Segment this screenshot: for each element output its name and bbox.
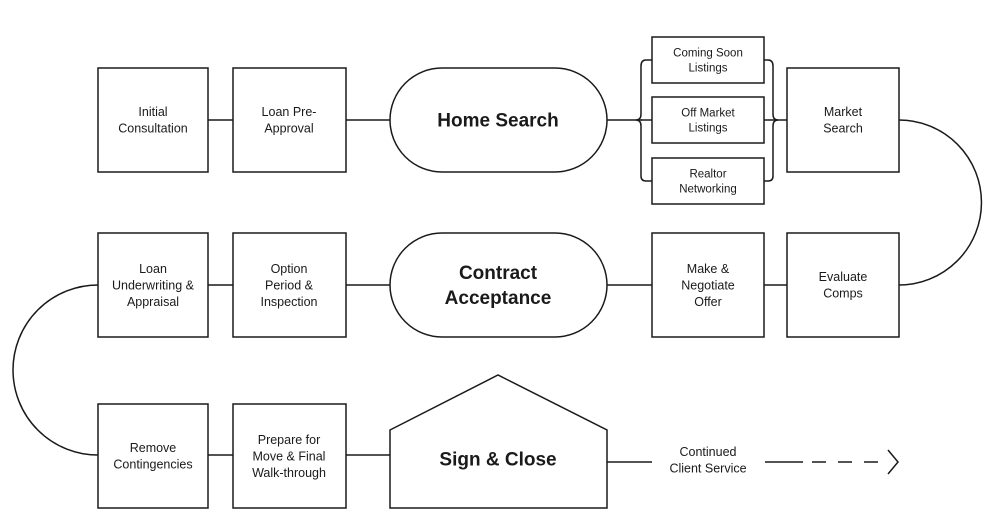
remove-contingencies-box bbox=[97, 403, 209, 509]
label-line: Make & bbox=[687, 262, 730, 276]
label-line: Initial bbox=[138, 105, 167, 119]
label-line: Underwriting & bbox=[112, 278, 195, 292]
realtor-networking-box bbox=[651, 157, 765, 205]
label-line: Walk-through bbox=[252, 466, 326, 480]
option-period-box bbox=[232, 232, 347, 338]
market-search-box bbox=[786, 67, 900, 173]
label-line: Continued bbox=[680, 445, 737, 459]
label-line: Market bbox=[824, 105, 863, 119]
contract-acceptance-pill bbox=[389, 232, 608, 338]
label-line: Inspection bbox=[261, 295, 318, 309]
label-line: Negotiate bbox=[681, 278, 735, 292]
initial-consultation-box bbox=[97, 67, 209, 173]
label-line: Period & bbox=[265, 278, 314, 292]
label-line: Off Market bbox=[681, 107, 735, 119]
label-line: Comps bbox=[823, 287, 863, 301]
coming-soon-listings-box bbox=[651, 36, 765, 84]
label-line: Loan Pre- bbox=[262, 105, 317, 119]
label-line: Remove bbox=[130, 441, 177, 455]
off-market-listings-box bbox=[651, 96, 765, 144]
loan-preapproval-box bbox=[232, 67, 347, 173]
label-line: Evaluate bbox=[819, 270, 868, 284]
label-line: Client Service bbox=[669, 462, 746, 476]
label-line: Loan bbox=[139, 262, 167, 276]
make-offer-box bbox=[651, 232, 765, 338]
label-line: Appraisal bbox=[127, 295, 179, 309]
label-line: Realtor bbox=[689, 168, 726, 180]
label-line: Contract bbox=[459, 263, 538, 284]
home-search-pill bbox=[389, 67, 608, 173]
prepare-move-box bbox=[232, 403, 347, 509]
label-line: Sign & Close bbox=[439, 450, 556, 471]
connector-arc-right bbox=[898, 119, 983, 286]
arrowhead-icon bbox=[887, 449, 899, 475]
loan-underwriting-box bbox=[97, 232, 209, 338]
connector-arc-left bbox=[12, 284, 99, 456]
label-line: Listings bbox=[689, 123, 728, 135]
label-line: Networking bbox=[679, 184, 737, 196]
label-line: Contingencies bbox=[113, 458, 192, 472]
label-line: Coming Soon bbox=[673, 47, 743, 59]
label-line: Consultation bbox=[118, 122, 188, 136]
home-search-label: Home Search bbox=[437, 111, 558, 132]
label-line: Approval bbox=[264, 122, 313, 136]
evaluate-comps-box bbox=[786, 232, 900, 338]
sign-close-label: Sign & Close bbox=[439, 450, 556, 471]
left-brace bbox=[635, 59, 652, 182]
label-line: Search bbox=[823, 122, 863, 136]
label-line: Offer bbox=[694, 295, 722, 309]
label-line: Home Search bbox=[437, 111, 558, 132]
right-brace bbox=[764, 59, 779, 182]
label-line: Move & Final bbox=[253, 449, 326, 463]
label-line: Option bbox=[271, 262, 308, 276]
label-line: Acceptance bbox=[445, 288, 552, 309]
sign-close-house-shape bbox=[389, 374, 608, 509]
label-line: Prepare for bbox=[258, 433, 321, 447]
label-line: Listings bbox=[689, 63, 728, 75]
loan-preapproval-label: Loan Pre- Approval bbox=[262, 105, 317, 136]
